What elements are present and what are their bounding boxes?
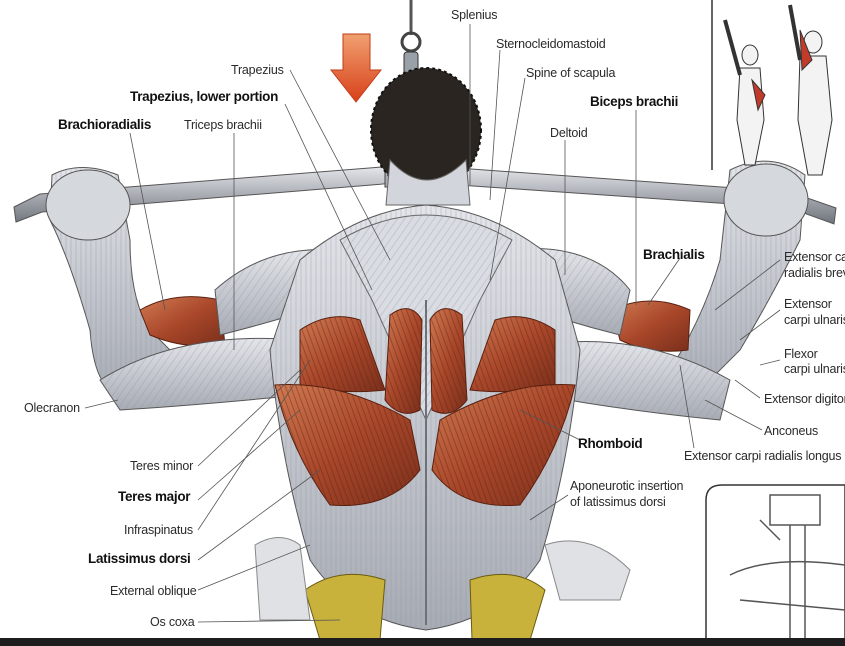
label-trapezius: Trapezius	[231, 63, 284, 77]
back-torso	[269, 204, 581, 631]
label-extensor-digitorum: Extensor digitor	[764, 392, 845, 406]
label-aponeurotic-insertion-line1: Aponeurotic insertion	[570, 479, 684, 493]
inset-top-right	[711, 0, 833, 176]
label-biceps-brachii: Biceps brachii	[590, 94, 679, 109]
label-anconeus: Anconeus	[764, 424, 818, 438]
label-os-coxa: Os coxa	[150, 615, 195, 629]
label-extensor-carpi-radialis-longus: Extensor carpi radialis longus	[684, 449, 842, 463]
label-extensor-carpi-radialis-brevis-line1: Extensor ca	[784, 250, 845, 264]
right-arm	[504, 160, 809, 421]
label-aponeurotic-insertion-line2: of latissimus dorsi	[570, 495, 666, 509]
label-infraspinatus: Infraspinatus	[124, 523, 193, 537]
label-brachialis: Brachialis	[643, 247, 705, 262]
bottom-bar	[0, 638, 845, 646]
label-extensor-carpi-ulnaris-line2: carpi ulnaris	[784, 313, 845, 327]
inset-figure-1	[723, 19, 766, 166]
label-splenius: Splenius	[451, 8, 498, 22]
leader-lines	[84, 24, 781, 623]
label-spine-of-scapula: Spine of scapula	[526, 66, 616, 80]
inset-bottom-right	[705, 484, 845, 641]
label-extensor-carpi-radialis-brevis-line2: radialis brev	[784, 266, 845, 280]
inset-figure-2	[788, 4, 833, 176]
label-teres-major: Teres major	[118, 489, 191, 504]
label-brachioradialis: Brachioradialis	[58, 117, 152, 132]
head	[370, 67, 482, 206]
label-sternocleidomastoid: Sternocleidomastoid	[496, 37, 606, 51]
pull-direction-arrow	[329, 33, 383, 103]
left-arm	[45, 167, 341, 411]
label-teres-minor: Teres minor	[130, 459, 194, 473]
label-latissimus-dorsi: Latissimus dorsi	[88, 551, 191, 566]
label-external-oblique: External oblique	[110, 584, 197, 598]
label-rhomboid: Rhomboid	[578, 436, 643, 451]
label-deltoid: Deltoid	[550, 126, 588, 140]
label-flexor-carpi-ulnaris-line1: Flexor	[784, 347, 818, 361]
os-coxa	[254, 537, 631, 641]
label-trapezius-lower-portion: Trapezius, lower portion	[130, 89, 279, 104]
label-triceps-brachii: Triceps brachii	[184, 118, 262, 132]
label-extensor-carpi-ulnaris-line1: Extensor	[784, 297, 832, 311]
label-olecranon: Olecranon	[24, 401, 80, 415]
label-flexor-carpi-ulnaris-line2: carpi ulnaris	[784, 362, 845, 376]
